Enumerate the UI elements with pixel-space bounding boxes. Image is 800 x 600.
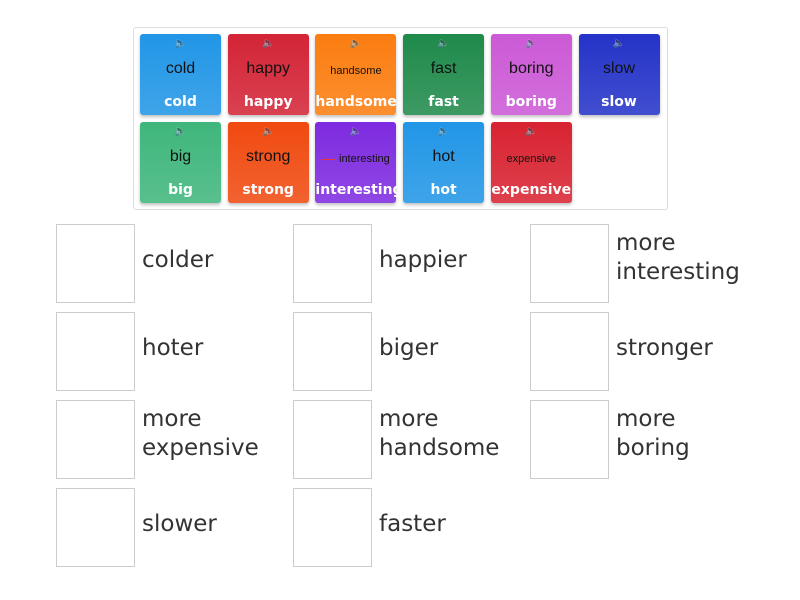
card-image-word: cold (165, 60, 196, 77)
drop-box[interactable] (56, 400, 135, 479)
drop-box[interactable] (293, 224, 372, 303)
card-label: fast (428, 94, 459, 110)
target-label: more handsome (379, 406, 500, 461)
speaker-icon[interactable]: 🔈 (612, 38, 626, 49)
speaker-icon[interactable]: 🔈 (349, 38, 363, 49)
target-label: colder (142, 247, 214, 273)
speaker-icon[interactable]: 🔈 (174, 126, 187, 137)
target-label: more interesting (616, 230, 740, 285)
speaker-icon[interactable]: 🔈 (437, 126, 450, 137)
drop-box[interactable] (530, 400, 609, 479)
target-label: faster (379, 511, 446, 537)
target-label: more expensive (142, 406, 259, 461)
card-label: interesting (315, 182, 403, 198)
speaker-icon[interactable]: 🔈 (349, 126, 363, 137)
drop-box[interactable] (293, 488, 372, 567)
target-label: stronger (616, 335, 713, 361)
card-label: cold (164, 94, 197, 110)
answer-card-fast[interactable]: 🔈 fast fast (403, 34, 485, 115)
answer-card-expensive[interactable]: 🔈 expensive expensive (490, 122, 572, 203)
card-image-word: hot (432, 148, 455, 165)
drop-box[interactable] (293, 400, 372, 479)
drop-box[interactable] (530, 312, 609, 391)
card-image-word: expensive (506, 153, 557, 165)
card-label: big (168, 182, 193, 198)
drop-box[interactable] (293, 312, 372, 391)
card-image-word: fast (430, 60, 457, 77)
drop-box[interactable] (530, 224, 609, 303)
card-label: boring (505, 94, 557, 110)
card-label: happy (243, 94, 293, 110)
answer-card-happy[interactable]: 🔈 happy happy (227, 34, 309, 115)
target-label: hoter (142, 335, 204, 361)
card-image-word: handsome (330, 65, 382, 77)
speaker-icon[interactable]: 🔈 (525, 38, 538, 49)
card-label: strong (242, 182, 294, 198)
answer-card-boring[interactable]: 🔈 boring boring (490, 34, 572, 115)
speaker-icon[interactable]: 🔈 (261, 126, 275, 137)
card-label: slow (601, 94, 637, 110)
drop-box[interactable] (56, 312, 135, 391)
card-image-word: boring (509, 60, 554, 77)
answer-card-cold[interactable]: 🔈 cold cold (140, 34, 221, 115)
answer-card-slow[interactable]: 🔈 slow slow (578, 34, 660, 115)
card-label: handsome (315, 94, 397, 110)
card-image-word: strong (245, 148, 291, 165)
card-label: hot (430, 182, 457, 198)
card-image-word: interesting (315, 153, 396, 165)
drop-box[interactable] (56, 224, 135, 303)
target-label: more boring (616, 406, 690, 461)
card-label: expensive (491, 182, 572, 198)
answer-card-hot[interactable]: 🔈 hot hot (403, 122, 485, 203)
speaker-icon[interactable]: 🔈 (174, 38, 187, 49)
answer-card-big[interactable]: 🔈 big big (140, 122, 221, 203)
drop-box[interactable] (56, 488, 135, 567)
card-image-word: happy (246, 60, 290, 77)
answer-card-interesting[interactable]: 🔈 interesting interesting (315, 122, 403, 203)
card-image-word: big (169, 148, 192, 165)
speaker-icon[interactable]: 🔈 (437, 38, 450, 49)
answer-card-handsome[interactable]: 🔈 handsome handsome (315, 34, 397, 115)
target-label: slower (142, 511, 217, 537)
answer-card-tray: 🔈 cold cold🔈 happy happy🔈 handsome hands… (133, 27, 668, 210)
speaker-icon[interactable]: 🔈 (525, 126, 538, 137)
target-label: happier (379, 247, 467, 273)
target-label: biger (379, 335, 439, 361)
speaker-icon[interactable]: 🔈 (261, 38, 275, 49)
card-image-word: slow (602, 60, 635, 77)
red-mark (322, 158, 336, 160)
answer-card-strong[interactable]: 🔈 strong strong (227, 122, 309, 203)
